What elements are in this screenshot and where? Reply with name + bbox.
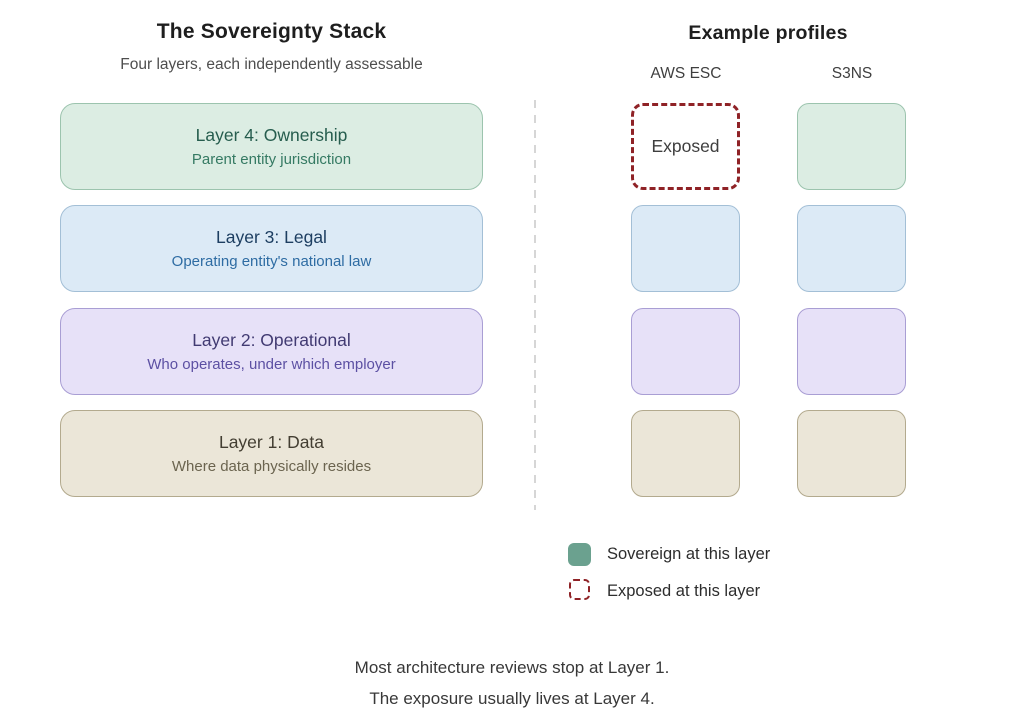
stack-layer-1-box: Layer 1: Data Where data physically resi… [60,410,483,497]
column-label-s3ns: S3NS [831,65,873,82]
sovereign-swatch-icon [568,543,591,566]
exposed-swatch-icon [569,579,590,600]
profiles-title: Example profiles [688,22,848,44]
stack-layer-3-box: Layer 3: Legal Operating entity's nation… [60,205,483,292]
s3ns-layer-3-cell [797,205,906,292]
legend-sovereign-label: Sovereign at this layer [607,545,771,563]
aws-esc-layer-2-cell [631,308,740,395]
layer-2-title: Layer 2: Operational [192,330,351,350]
layer-3-subtitle: Operating entity's national law [171,253,372,270]
stack-subtitle: Four layers, each independently assessab… [120,56,423,73]
dashed-divider [534,100,536,510]
s3ns-layer-2-cell [797,308,906,395]
layer-2-subtitle: Who operates, under which employer [147,356,396,373]
layer-4-title: Layer 4: Ownership [195,125,348,145]
layer-1-subtitle: Where data physically resides [171,458,372,475]
s3ns-layer-4-cell [797,103,906,190]
layer-4-subtitle: Parent entity jurisdiction [191,151,352,168]
stack-layer-2-box: Layer 2: Operational Who operates, under… [60,308,483,395]
aws-esc-layer-1-cell [631,410,740,497]
aws-esc-layer-3-cell [631,205,740,292]
stack-title: The Sovereignty Stack [156,20,387,43]
stack-layer-4-box: Layer 4: Ownership Parent entity jurisdi… [60,103,483,190]
s3ns-layer-1-cell [797,410,906,497]
aws-esc-layer-4-cell-exposed: Exposed [631,103,740,190]
layer-1-title: Layer 1: Data [218,432,325,452]
footer-line-1: Most architecture reviews stop at Layer … [354,658,670,677]
footer-line-2: The exposure usually lives at Layer 4. [369,689,655,708]
legend-exposed-label: Exposed at this layer [607,582,761,600]
exposed-cell-label: Exposed [651,136,720,156]
layer-3-title: Layer 3: Legal [216,227,327,247]
column-label-aws-esc: AWS ESC [650,65,722,82]
